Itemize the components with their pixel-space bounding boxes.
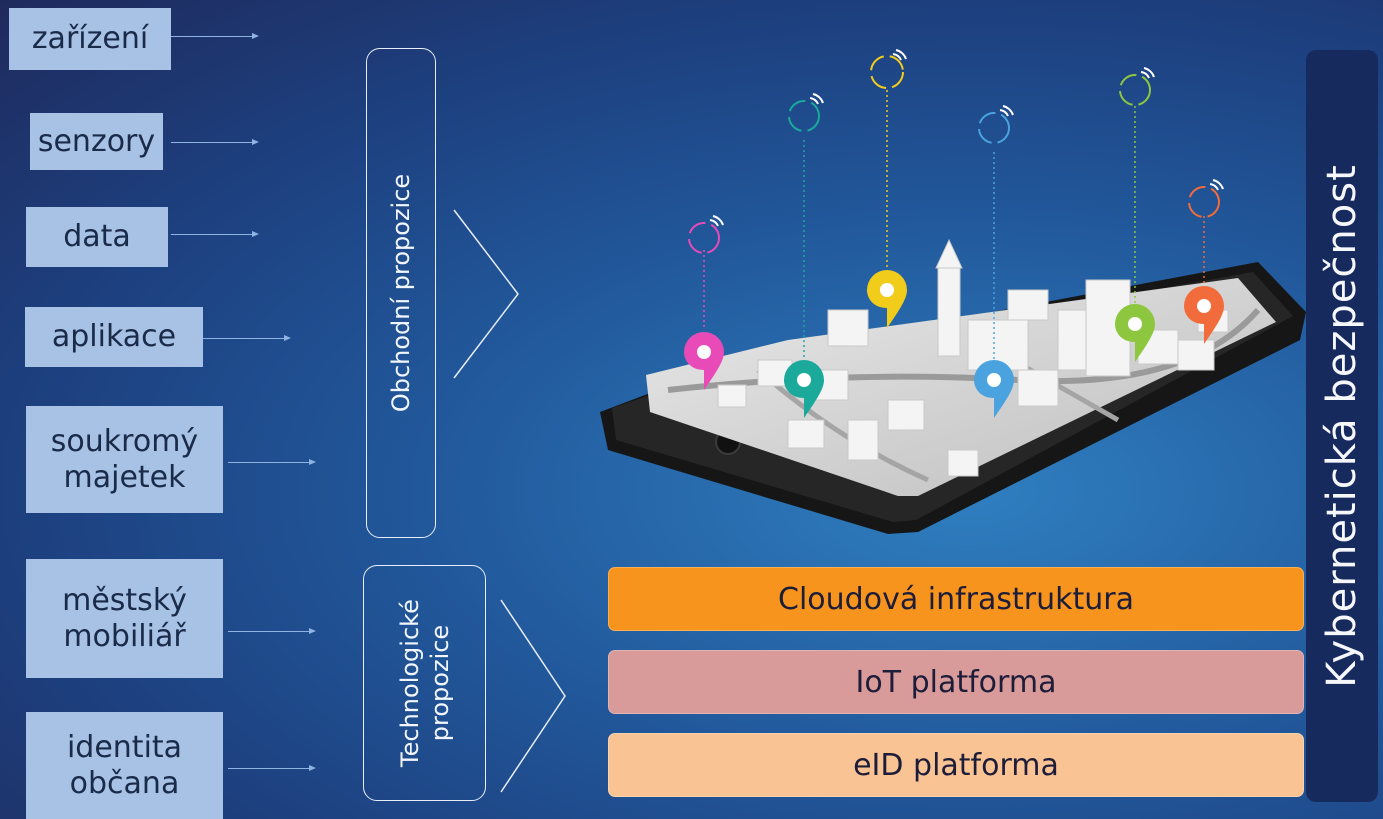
technology-propositions-box	[363, 565, 486, 801]
arrow	[228, 459, 316, 465]
arrow	[203, 335, 291, 341]
label-text: občana	[69, 765, 180, 801]
business-propositions-box	[366, 48, 436, 538]
layer-label: Cloudová infrastruktura	[778, 581, 1134, 617]
floating-service-icons	[688, 49, 1224, 254]
label-soukromy-majetek: soukromý majetek	[26, 406, 223, 513]
waste-bin-icon	[1119, 74, 1151, 106]
technology-line: propozice	[426, 624, 454, 742]
label-text: data	[63, 219, 131, 254]
business-chevron	[453, 209, 519, 379]
transport-icon	[978, 112, 1010, 144]
label-data: data	[26, 207, 168, 267]
arrow	[228, 628, 316, 634]
technology-propositions-label: Technologické propozice	[395, 599, 455, 767]
label-zarizeni: zařízení	[9, 8, 171, 70]
map-pin-icons	[684, 270, 1224, 418]
technology-chevron	[500, 599, 566, 793]
arrow	[228, 765, 316, 771]
layer-eid-platform: eID platforma	[608, 733, 1304, 797]
smart-city-tablet-illustration	[600, 49, 1306, 534]
arrow	[171, 33, 259, 39]
arrow	[171, 139, 259, 145]
label-text: mobiliář	[63, 618, 186, 654]
label-text: soukromý	[50, 423, 199, 459]
label-senzory: senzory	[30, 113, 163, 170]
business-propositions-label: Obchodní propozice	[387, 173, 415, 413]
technology-line: Technologické	[396, 599, 424, 767]
label-aplikace: aplikace	[25, 307, 203, 367]
label-text: zařízení	[31, 21, 149, 56]
label-mestsky-mobiliar: městský mobiliář	[26, 559, 223, 678]
leaf-icon	[1188, 186, 1220, 218]
layer-label: IoT platforma	[855, 664, 1057, 700]
info-icon	[688, 222, 720, 254]
cyber-security-label: Kybernetická bezpečnost	[1319, 164, 1365, 688]
arrow	[171, 231, 259, 237]
label-text: aplikace	[51, 319, 177, 354]
layer-label: eID platforma	[853, 747, 1059, 783]
layer-iot-platform: IoT platforma	[608, 650, 1304, 714]
label-identita-obcana: identita občana	[26, 712, 223, 819]
parking-icon	[870, 55, 904, 89]
label-text: majetek	[63, 459, 186, 495]
city-buildings	[717, 238, 1229, 477]
cyber-security-bar: Kybernetická bezpečnost	[1306, 50, 1378, 802]
label-text: městský	[62, 582, 187, 618]
label-text: identita	[66, 729, 183, 765]
cloud-icon	[788, 100, 820, 132]
label-text: senzory	[37, 123, 156, 159]
layer-cloud-infrastructure: Cloudová infrastruktura	[608, 567, 1304, 631]
